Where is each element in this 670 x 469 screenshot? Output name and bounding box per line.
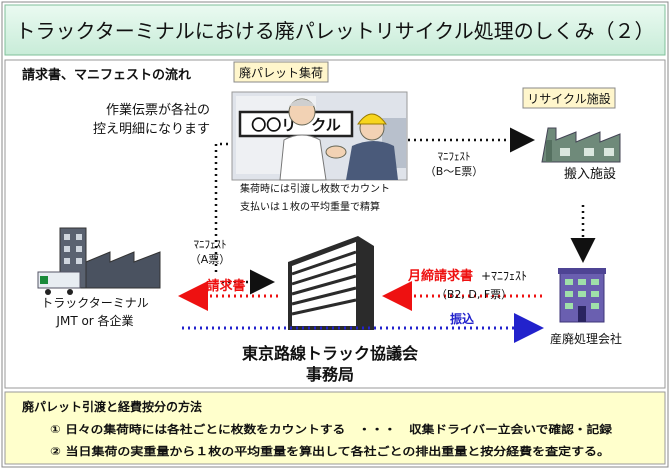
collection-label: 廃パレット集荷: [239, 65, 323, 80]
pallet-handover-illustration: 〇〇リ クル: [231, 91, 408, 181]
recycle-label: リサイクル施設: [527, 91, 610, 106]
invoice-label: 請求書: [206, 278, 245, 294]
manifest-a-line2: （A票）: [190, 253, 231, 266]
manifest-be-line1: ﾏﾆﾌｪｽﾄ: [438, 150, 471, 163]
delivery-label: 搬入施設: [564, 166, 616, 182]
disposer-label: 産廃処理会社: [550, 331, 622, 346]
method-item-2: ② 当日集荷の実重量から１枚の平均重量を算出して各社ごとの排出重量と按分経費を査…: [50, 444, 610, 458]
method-item-1: ① 日々の集荷時には各社ごとに枚数をカウントする ・・・ 収集ドライバー立会いで…: [50, 422, 613, 436]
collection-note-line1: 集荷時には引渡し枚数でカウント: [240, 182, 390, 195]
recycle-facility-icon: [541, 127, 621, 163]
office-building-icon: [288, 236, 374, 330]
slip-note-line2: 控え明細になります: [93, 122, 210, 137]
terminal-label-line1: トラックターミナル: [41, 296, 149, 310]
office-label-line1: 東京路線トラック協議会: [242, 344, 418, 363]
manifest-be-line2: （B〜E票）: [425, 165, 484, 178]
slip-note-line1: 作業伝票が各社の: [106, 102, 210, 118]
truck-terminal-icon: [37, 227, 161, 295]
pallet-sign: 〇〇リ クル: [251, 116, 341, 134]
disposer-building-icon: [558, 268, 606, 323]
section-heading: 請求書、マニフェストの流れ: [22, 67, 191, 83]
monthly-invoice-label: 月締請求書: [407, 268, 473, 284]
method-box: [4, 391, 666, 465]
recycle-label-box: [522, 87, 616, 109]
manifest-a-line1: ﾏﾆﾌｪｽﾄ: [194, 238, 227, 251]
title-banner: [4, 4, 666, 56]
collection-label-box: [233, 61, 329, 83]
transfer-label: 振込: [450, 311, 474, 326]
collection-note-line2: 支払いは１枚の平均重量で精算: [240, 200, 380, 213]
method-title: 廃パレット引渡と経費按分の方法: [22, 399, 202, 414]
terminal-label-line2: JMT or 各企業: [55, 313, 133, 328]
office-label-line2: 事務局: [306, 365, 354, 384]
monthly-plus-label: +ﾏﾆﾌｪｽﾄ: [481, 269, 527, 283]
manifest-a-path: [214, 142, 232, 272]
manifest-bdf-label: （B2, D, F票）: [436, 288, 512, 301]
diagram-title: トラックターミナルにおける廃パレットリサイクル処理のしくみ（２）: [16, 19, 655, 43]
